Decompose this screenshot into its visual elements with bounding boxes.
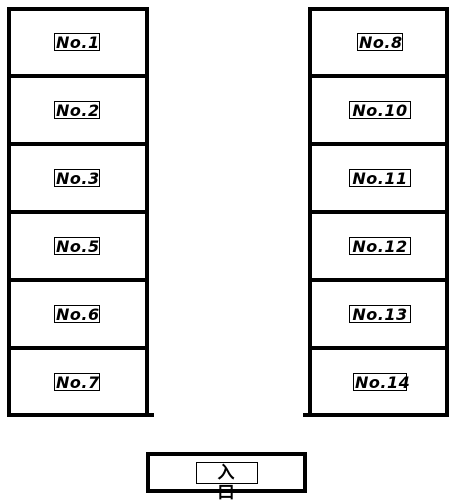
space-label-left-1: No.1	[54, 33, 100, 52]
space-label-right-4: No.12	[349, 237, 411, 256]
space-label-right-5: No.13	[349, 305, 411, 324]
space-label-right-6: No.14	[353, 373, 411, 392]
space-label-left-6: No.7	[54, 373, 100, 392]
space-label-left-5: No.6	[54, 305, 100, 324]
space-label-left-2: No.2	[54, 101, 100, 120]
space-label-left-4: No.5	[54, 237, 100, 256]
left-block-lines	[7, 7, 154, 417]
space-label-right-3: No.11	[349, 169, 411, 188]
entrance-label: 入 口	[196, 462, 258, 503]
right-block-lines	[303, 7, 449, 417]
space-label-right-2: No.10	[349, 101, 411, 120]
space-label-right-1: No.8	[357, 33, 403, 52]
space-label-left-3: No.3	[54, 169, 100, 188]
